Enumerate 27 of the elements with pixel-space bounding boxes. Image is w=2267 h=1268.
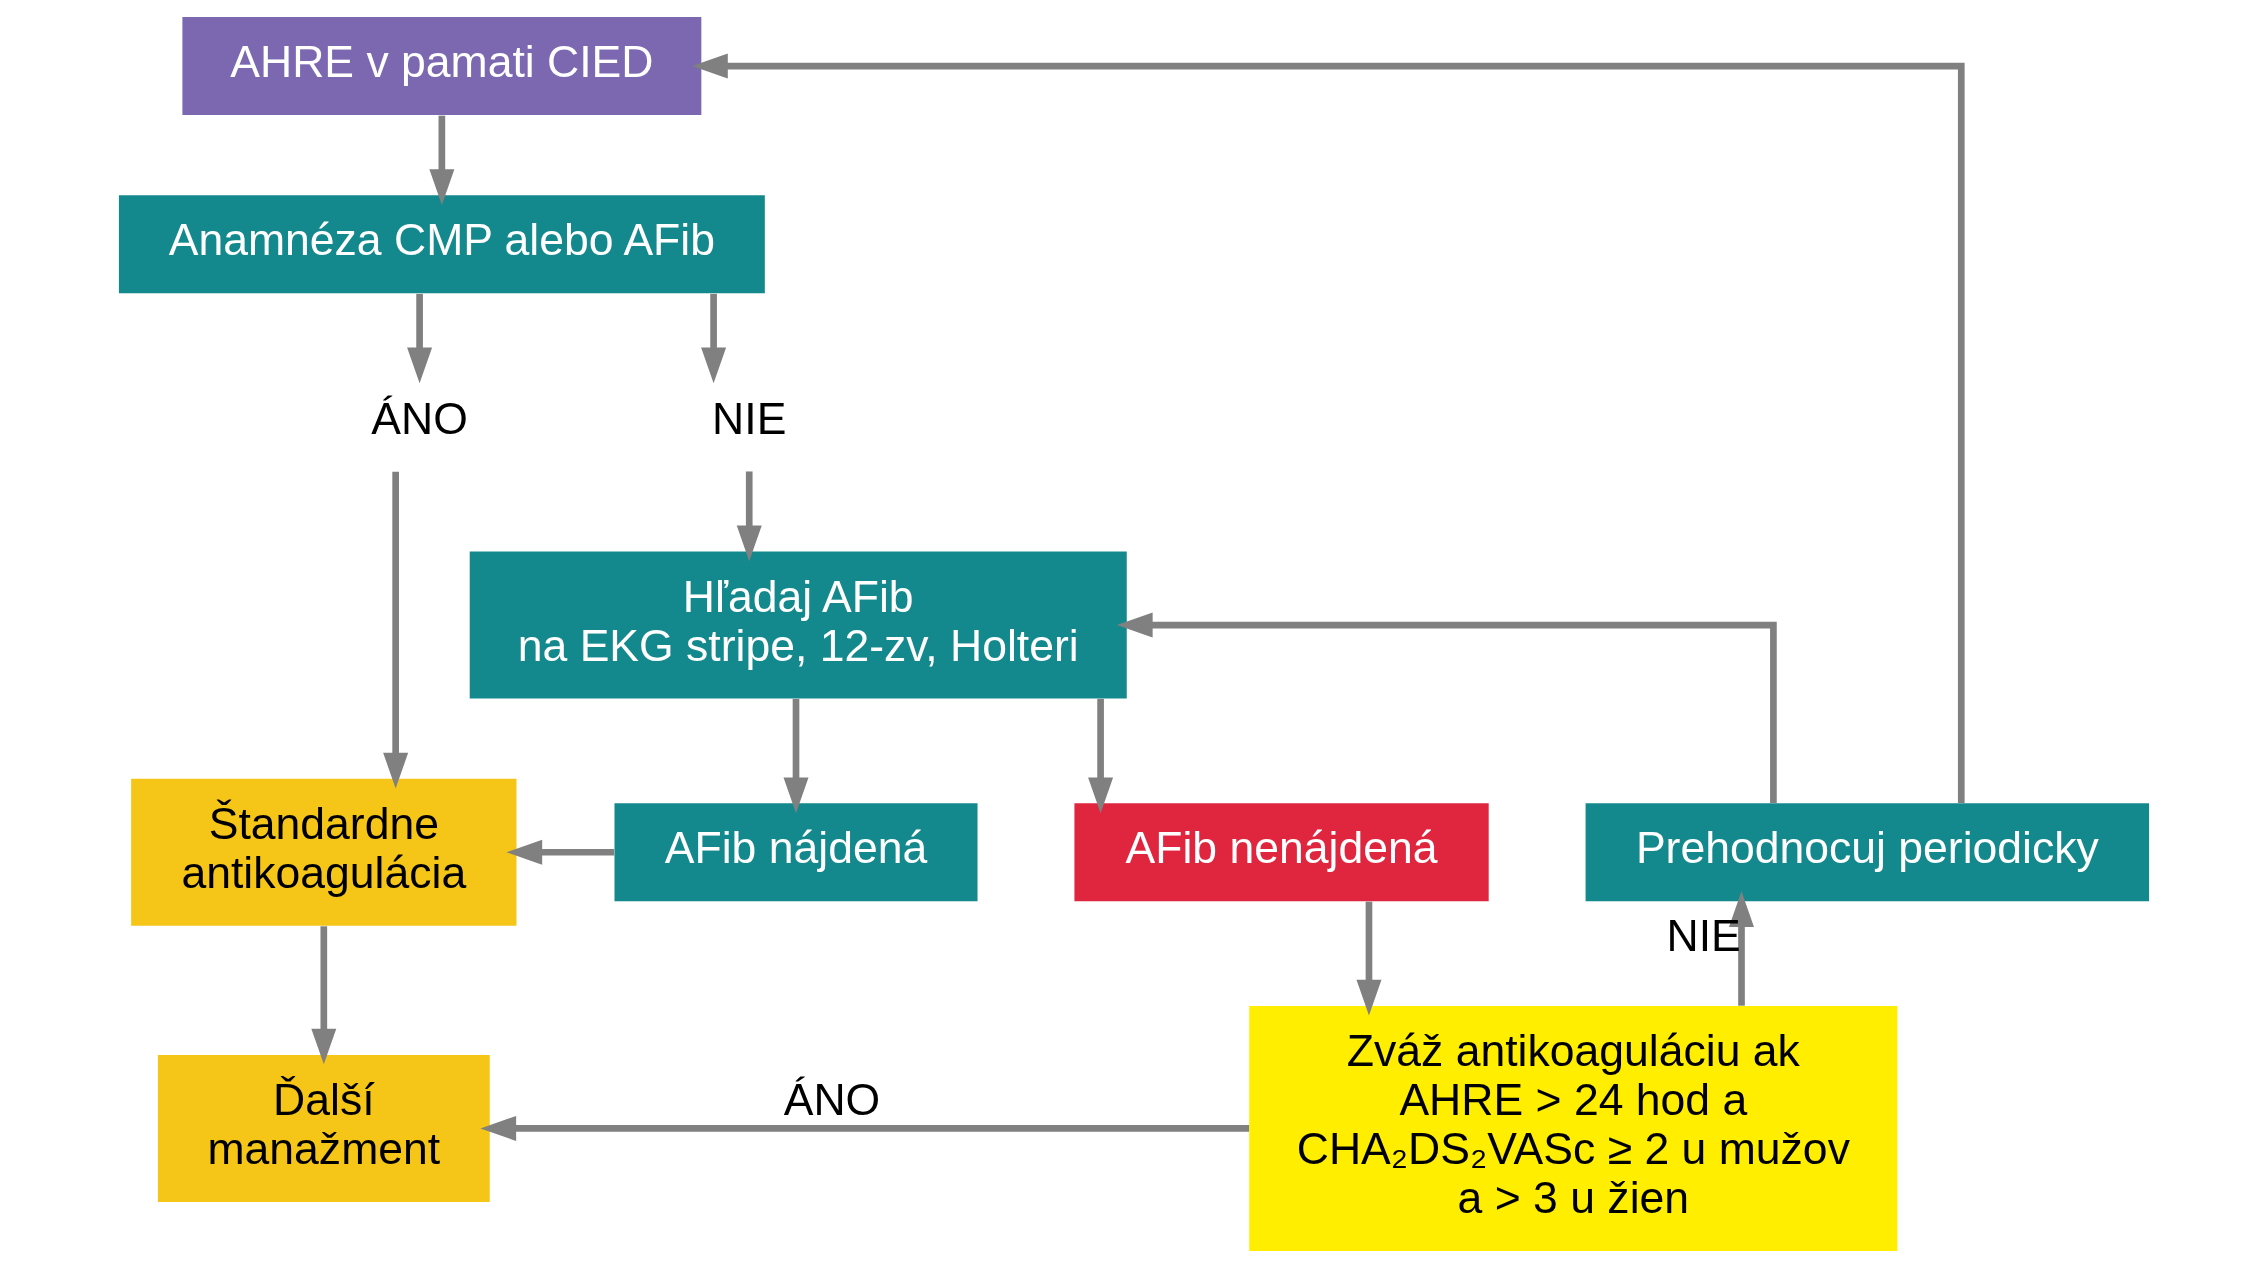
edge-label: ÁNO [783, 1075, 880, 1125]
arrow [1728, 891, 1754, 1006]
arrow [700, 293, 726, 384]
node-box: Prehodnocuj periodicky [1585, 803, 2149, 902]
node-box: Hľadaj AFib na EKG stripe, 12-zv, Holteri [469, 551, 1127, 699]
arrow [382, 471, 408, 789]
arrow [783, 698, 808, 814]
node-box: Zváž antikoaguláciu ak AHRE > 24 hod a CHA₂DS₂VASc ≥ 2 u mužov a > 3 u žien [1248, 1005, 1897, 1251]
arrow [310, 926, 336, 1065]
node-text: NIE [711, 393, 786, 443]
node-text: ÁNO [370, 393, 468, 443]
edge-label: NIE [1666, 911, 1741, 961]
arrow [479, 1115, 1249, 1141]
node-box: AFib nájdená [614, 803, 978, 902]
arrow [406, 293, 432, 384]
node-box: Ďalší manažment [157, 1054, 490, 1202]
arrow [1116, 612, 1777, 803]
arrow [505, 839, 614, 865]
arrow [1355, 901, 1381, 1016]
node-box: Štandardne antikoagulácia [130, 778, 516, 926]
node-box: AHRE v pamati CIED [181, 17, 701, 116]
node-box: AFib nenájdená [1073, 803, 1489, 902]
arrow [691, 53, 1965, 804]
node-box: Anamnéza CMP alebo AFib [118, 195, 765, 294]
arrow [1087, 698, 1113, 814]
arrow [428, 115, 454, 205]
arrow [736, 471, 762, 562]
